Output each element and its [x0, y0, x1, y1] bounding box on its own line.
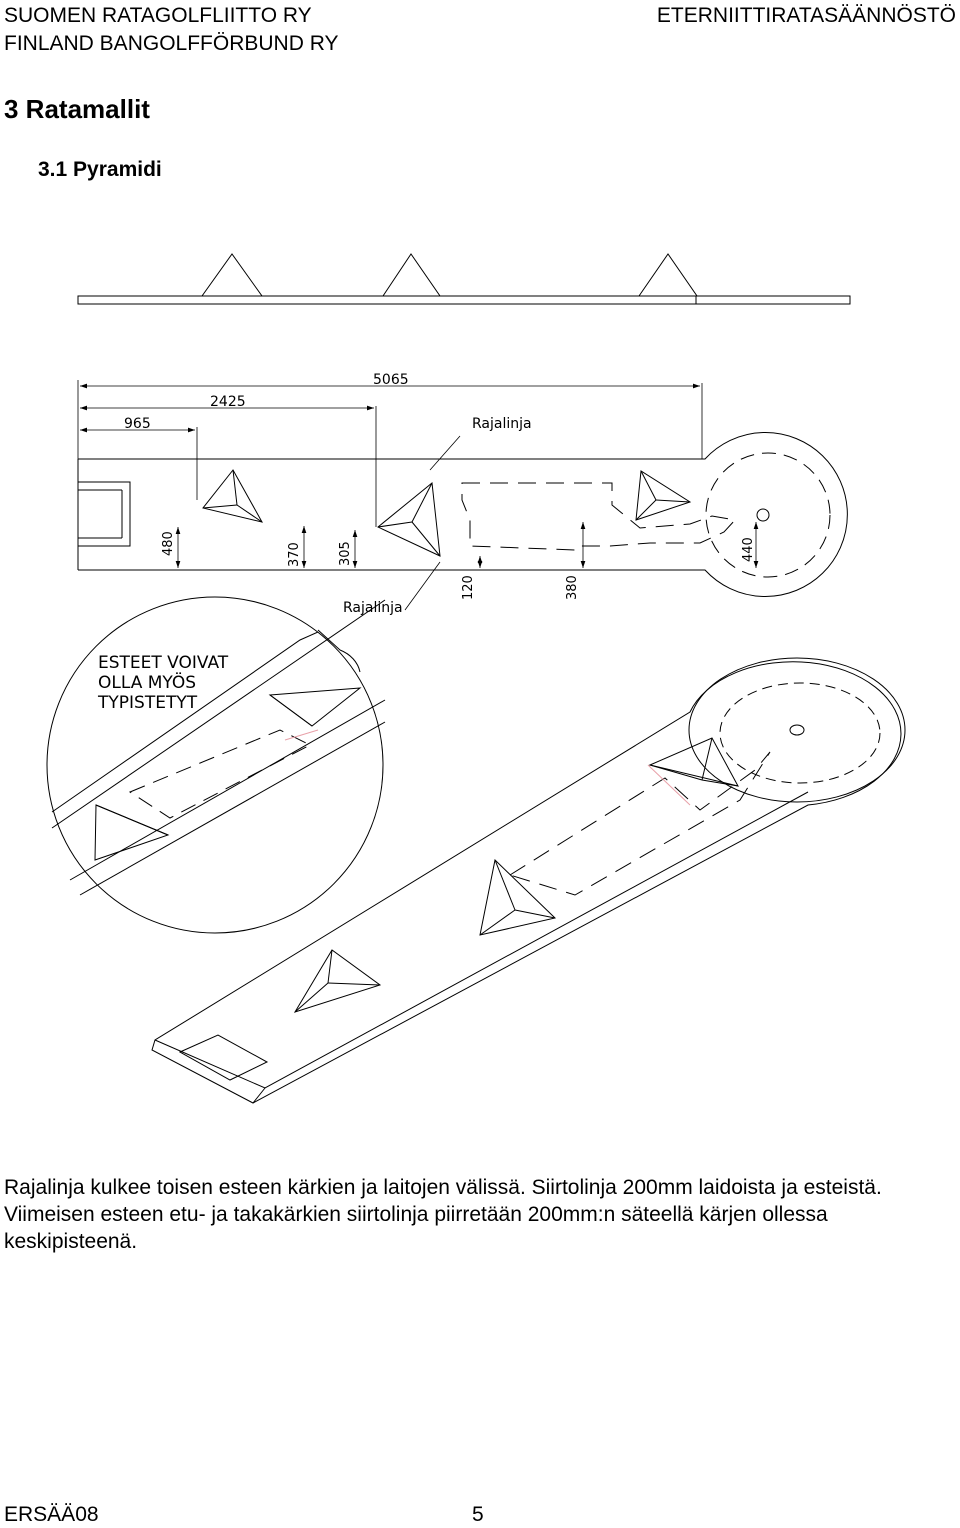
plan-start-box	[77, 481, 131, 547]
plan-pyramid-1	[202, 469, 263, 523]
dimension-lines	[77, 380, 759, 611]
perspective-pyramid-2	[479, 859, 557, 936]
perspective-circle-dashed	[719, 682, 881, 784]
perspective-hole	[789, 724, 805, 736]
dim-440: 440	[741, 537, 756, 562]
perspective-pyramid-1	[293, 949, 382, 1013]
dim-380: 380	[565, 575, 580, 600]
detail-pyramid-1	[268, 687, 362, 727]
dim-305: 305	[338, 541, 353, 566]
body-paragraph: Rajalinja kulkee toisen esteen kärkien j…	[4, 1176, 882, 1253]
page-number: 5	[472, 1503, 484, 1526]
perspective-start-box	[178, 1034, 269, 1081]
detail-dashed-line	[128, 729, 312, 819]
plan-hole	[756, 508, 770, 522]
dim-5065: 5065	[373, 372, 409, 388]
dim-2425: 2425	[210, 394, 246, 410]
dim-370: 370	[287, 542, 302, 567]
header-org-finnish: SUOMEN RATAGOLFLIITTO RY	[4, 4, 312, 27]
header-org-swedish: FINLAND BANGOLFFÖRBUND RY	[4, 32, 339, 55]
plan-pyramid-3	[635, 470, 692, 521]
side-pyramid-2	[382, 253, 441, 297]
perspective-view	[151, 657, 906, 1104]
rajalinja-label-top: Rajalinja	[472, 416, 532, 432]
detail-circle	[46, 596, 384, 934]
detail-zoom	[46, 596, 386, 934]
dim-120: 120	[461, 575, 476, 600]
detail-note-line-1: ESTEET VOIVAT	[98, 653, 229, 673]
header-document-name: ETERNIITTIRATASÄÄNNÖSTÖ	[656, 4, 956, 27]
course-drawing: 5065 2425 965 Rajalinja 480 370 305 120 …	[46, 253, 906, 1104]
detail-note-line-2: OLLA MYÖS	[98, 671, 196, 693]
dim-965: 965	[124, 416, 151, 432]
perspective-track-outline	[151, 661, 902, 1104]
side-pyramid-3	[638, 253, 698, 297]
perspective-dashed-line	[508, 751, 771, 896]
detail-note-line-3: TYPISTETYT	[97, 693, 198, 713]
dim-480: 480	[161, 531, 176, 556]
side-view-rail	[77, 295, 851, 305]
footer-document-code: ERSÄÄ08	[4, 1503, 99, 1526]
side-pyramid-1	[201, 253, 263, 297]
plan-outline	[78, 432, 848, 597]
plan-circle-dashed	[705, 452, 831, 578]
side-view	[77, 253, 851, 305]
subsection-heading: 3.1 Pyramidi	[38, 158, 162, 181]
plan-pyramid-2	[377, 482, 441, 557]
section-heading: 3 Ratamallit	[4, 94, 150, 124]
plan-dashed-line	[461, 482, 736, 551]
perspective-pyramid-3	[648, 737, 739, 787]
plan-view	[77, 432, 848, 597]
perspective-circle	[688, 657, 906, 803]
